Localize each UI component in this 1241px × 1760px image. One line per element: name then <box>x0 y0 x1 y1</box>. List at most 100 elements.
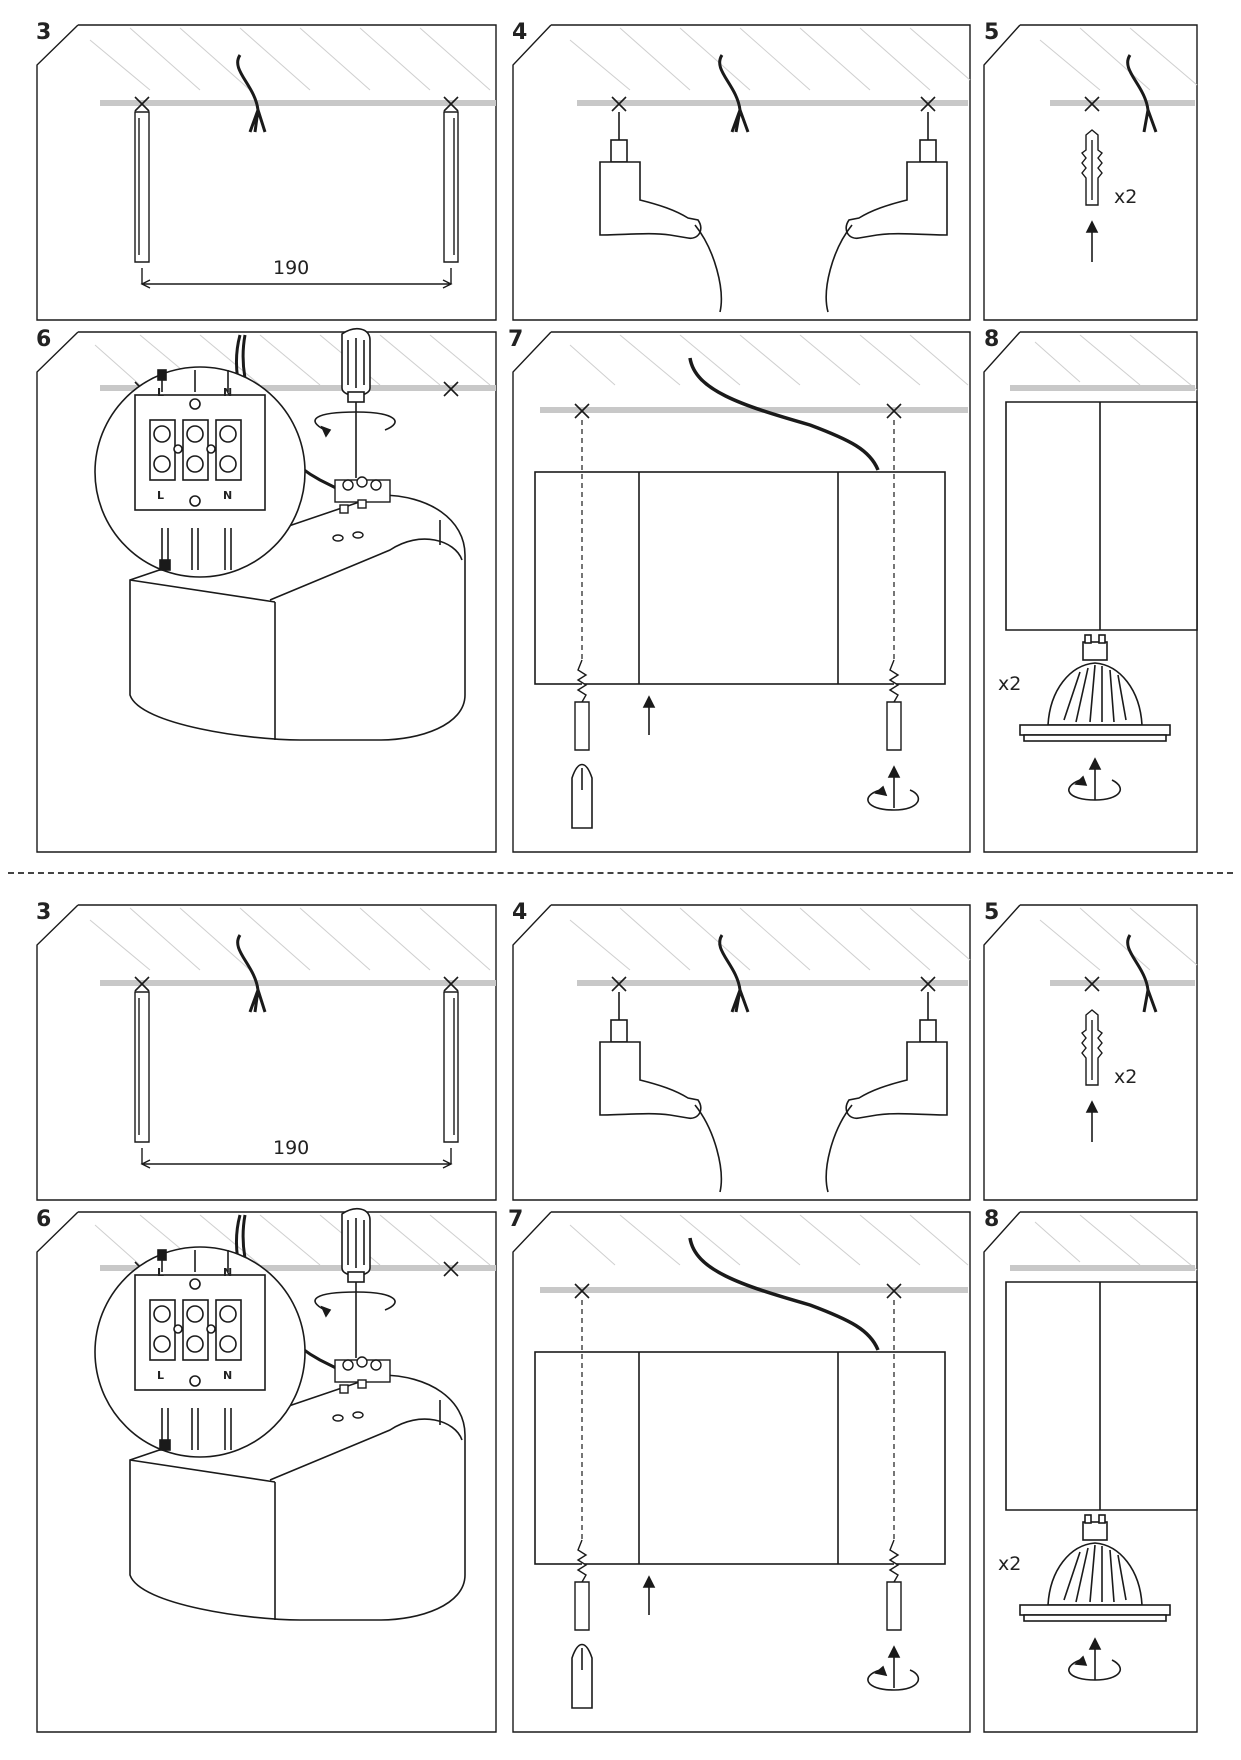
step-6-drawing <box>36 327 497 853</box>
rotate-arrow-icon <box>867 1665 920 1691</box>
rotate-arrow-icon <box>867 785 920 811</box>
step-number: 4 <box>512 20 528 45</box>
drill-icon <box>599 112 948 313</box>
power-cable-icon <box>718 54 750 133</box>
screwdriver-icon <box>341 327 371 478</box>
wall-plug-icon <box>1081 1009 1103 1086</box>
screw-icon <box>574 659 902 751</box>
ceiling-hatch-icon <box>569 27 971 91</box>
screwdriver-icon <box>571 1643 593 1709</box>
power-cable-icon <box>1126 934 1158 1013</box>
power-cable-icon <box>718 934 750 1013</box>
rotate-arrow-icon <box>1068 1655 1122 1681</box>
screwdriver-icon <box>341 1207 371 1358</box>
step-number: 6 <box>36 327 52 352</box>
terminal-zoom-icon <box>94 1246 306 1458</box>
drill-bit-icon <box>134 991 459 1169</box>
drill-mark-icon <box>611 96 936 112</box>
step-7-panel: 7 <box>500 1209 980 1745</box>
step-number: 3 <box>36 20 52 45</box>
step-5-panel: 5 x2 <box>980 880 1241 1210</box>
terminal-label-top-n: N <box>223 386 233 399</box>
rotate-arrow-icon <box>314 1291 396 1318</box>
terminal-block-icon <box>332 476 391 542</box>
ceiling-hatch-icon <box>569 907 971 971</box>
step-3-panel: 3 190 <box>0 0 500 330</box>
power-cable-icon <box>688 357 880 471</box>
step-7-panel: 7 <box>500 327 980 865</box>
lamp-body-icon <box>1005 401 1198 631</box>
step-3-drawing <box>36 904 497 1201</box>
ceiling-hatch-icon <box>1039 27 1198 91</box>
step-4-drawing <box>512 24 971 321</box>
terminal-zoom-icon <box>94 366 306 578</box>
terminal-label-top-l: L <box>157 386 165 399</box>
ceiling-hatch-icon <box>1034 334 1198 391</box>
up-arrow-icon <box>642 1575 901 1688</box>
ceiling-hatch-icon <box>89 907 491 971</box>
ceiling-hatch-icon <box>89 27 491 91</box>
terminal-block-icon <box>332 1356 391 1422</box>
step-number: 7 <box>508 327 524 352</box>
step-6-drawing <box>36 1207 497 1733</box>
screwdriver-icon <box>571 763 593 829</box>
ceiling-hatch-icon <box>1039 907 1198 971</box>
terminal-label-bottom-n: N <box>223 489 233 502</box>
step-number: 4 <box>512 900 528 925</box>
up-arrow-icon <box>1085 1100 1099 1142</box>
step-number: 6 <box>36 1207 52 1232</box>
up-arrow-icon <box>1088 1637 1102 1680</box>
power-cable-icon <box>236 54 267 133</box>
step-4-panel: 4 <box>500 0 980 330</box>
gu10-bulb-icon <box>1019 634 1171 742</box>
cut-line-divider <box>8 872 1233 874</box>
ceiling-hatch-icon <box>569 334 969 386</box>
step-8-drawing <box>983 331 1198 853</box>
up-arrow-icon <box>642 695 901 808</box>
drill-mark-icon <box>1084 976 1100 992</box>
wall-plug-icon <box>1081 129 1103 206</box>
drill-mark-icon <box>134 96 459 112</box>
step-number: 8 <box>984 1207 1000 1232</box>
step-5-panel: 5 x2 <box>980 0 1241 330</box>
rotate-arrow-icon <box>314 411 396 438</box>
guide-line <box>581 420 895 660</box>
drill-bit-icon <box>134 111 459 289</box>
power-cable-icon <box>236 934 267 1013</box>
step-6-panel: 6 <box>0 327 500 865</box>
drill-mark-icon <box>134 976 459 992</box>
drill-mark-icon <box>574 403 902 419</box>
step-5-drawing <box>983 904 1198 1201</box>
step-number: 5 <box>984 900 1000 925</box>
terminal-label-bottom-l: L <box>157 489 165 502</box>
step-number: 5 <box>984 20 1000 45</box>
step-3-drawing <box>36 24 497 321</box>
step-8-panel: 8 <box>980 1207 1241 1745</box>
up-arrow-icon <box>1088 757 1102 800</box>
quantity-label: x2 <box>998 673 1022 695</box>
step-number: 3 <box>36 900 52 925</box>
terminal-label-bottom-l: L <box>157 1369 165 1382</box>
step-7-drawing <box>512 1211 971 1733</box>
power-cable-icon <box>1126 54 1158 133</box>
drill-mark-icon <box>574 1283 902 1299</box>
gu10-bulb-icon <box>1019 1514 1171 1622</box>
step-3-panel: 3 190 <box>0 880 500 1210</box>
quantity-label: x2 <box>1114 1066 1138 1088</box>
step-8-drawing <box>983 1211 1198 1733</box>
step-number: 8 <box>984 327 1000 352</box>
terminal-label-bottom-n: N <box>223 1369 233 1382</box>
instruction-sheet-bottom: 3 190 <box>0 880 1241 1760</box>
drill-icon <box>599 992 948 1193</box>
rotate-arrow-icon <box>1068 775 1122 801</box>
ceiling-hatch-icon <box>569 1214 969 1266</box>
terminal-label-top-n: N <box>223 1266 233 1279</box>
screw-icon <box>574 1539 902 1631</box>
drill-mark-icon <box>1084 96 1100 112</box>
distance-label: 190 <box>273 1137 310 1159</box>
terminal-label-top-l: L <box>157 1266 165 1279</box>
step-4-panel: 4 <box>500 880 980 1210</box>
step-7-drawing <box>512 331 971 853</box>
lamp-body-icon <box>534 1351 946 1565</box>
up-arrow-icon <box>1085 220 1099 262</box>
